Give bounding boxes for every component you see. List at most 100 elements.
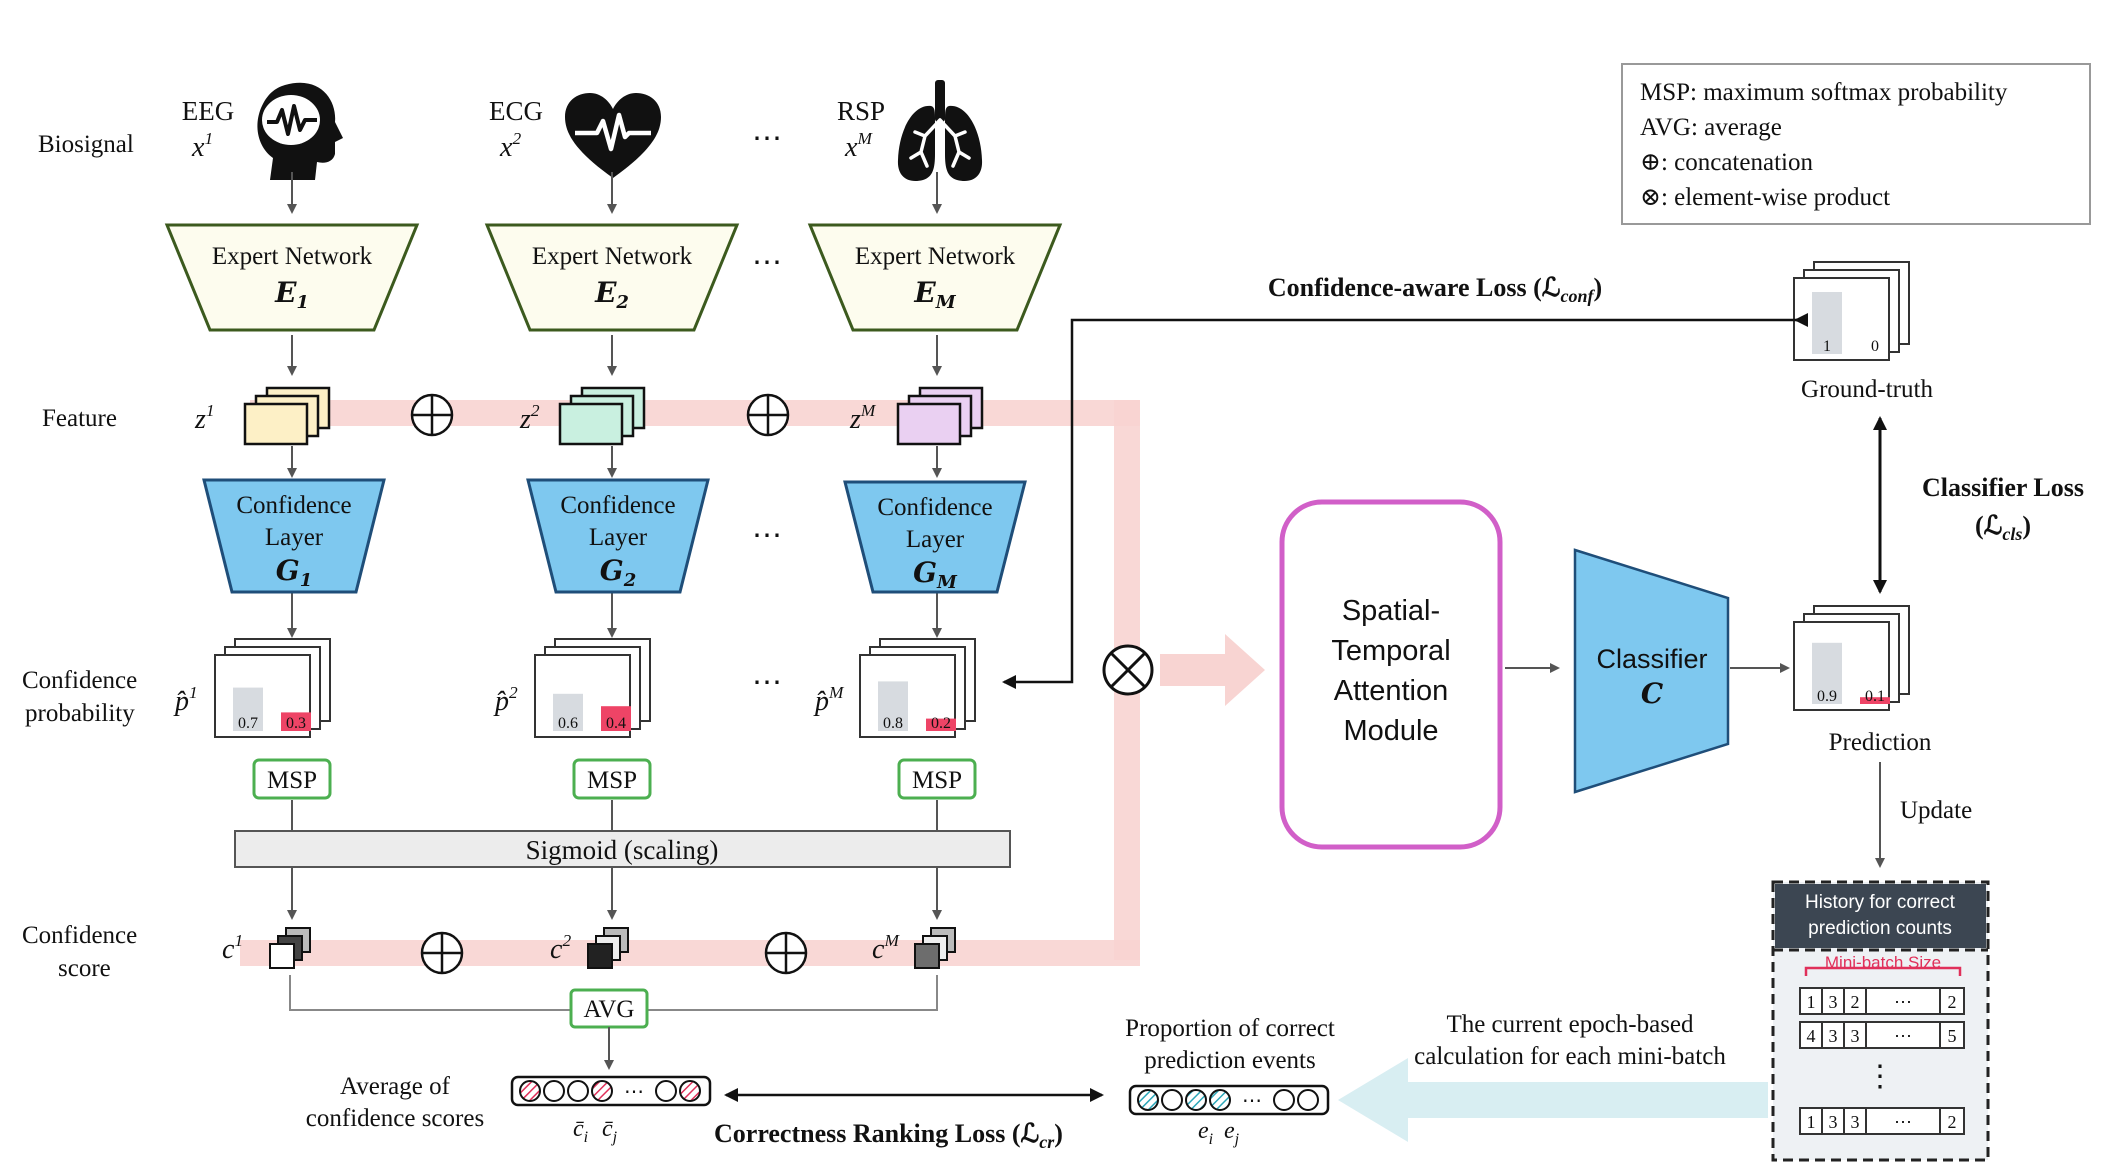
prob-card-2-label-b: 0.4: [606, 715, 626, 732]
prediction: 0.9 0.1: [1793, 605, 1910, 711]
legend-msp: MSP: maximum softmax probability: [1640, 79, 2008, 106]
eeg-head-icon: [257, 82, 343, 180]
conf-layer-line2-1: Layer: [265, 524, 324, 551]
legend-concat: ⊕: concatenation: [1640, 149, 1813, 176]
svg-text:⋯: ⋯: [624, 1081, 644, 1103]
prob-card-3-label-a: 0.8: [883, 715, 903, 732]
prob-card-1: 0.7 0.3: [214, 638, 331, 738]
feature-stack-2: [558, 386, 646, 446]
prediction-label-a: 0.9: [1817, 688, 1837, 705]
history-cell-3-1: 1: [1807, 1112, 1816, 1132]
history-vdots: ⋮: [1865, 1060, 1895, 1093]
conf-layer-symbol-3: GM: [913, 556, 958, 593]
prob-card-1-label-b: 0.3: [286, 715, 306, 732]
e-j: ej: [1224, 1118, 1240, 1148]
prediction-bar-a: [1812, 642, 1842, 704]
msp-label-3: MSP: [912, 767, 962, 794]
score-var-3: cM: [872, 931, 900, 965]
history-cell-3-5: 2: [1948, 1112, 1957, 1132]
cr-loss-label: Correctness Ranking Loss (ℒcr): [714, 1119, 1063, 1152]
prediction-label: Prediction: [1829, 729, 1932, 756]
avg-conf-label-1: Average of: [340, 1073, 451, 1100]
prop-label-1: Proportion of correct: [1125, 1015, 1335, 1042]
row-label-feature: Feature: [42, 405, 117, 432]
signal-var-3: xM: [844, 129, 873, 163]
prob-card-2-label-a: 0.6: [558, 715, 578, 732]
history-cell-2-3: 3: [1851, 1026, 1860, 1046]
history-cell-2-2: 3: [1829, 1026, 1838, 1046]
ground-truth-label: Ground-truth: [1801, 376, 1933, 403]
update-label: Update: [1900, 797, 1972, 824]
prediction-card: 0.9 0.1: [1793, 605, 1910, 711]
classifier-loss-label-1: Classifier Loss: [1922, 473, 2084, 502]
history-cell-2-5: 5: [1948, 1026, 1957, 1046]
ground-truth-label-a: 1: [1823, 338, 1831, 355]
legend-box: MSP: maximum softmax probability AVG: av…: [1621, 63, 2091, 225]
history-title-2: prediction counts: [1808, 918, 1952, 939]
classifier-title: Classifier: [1596, 644, 1707, 674]
avg-label: AVG: [584, 996, 635, 1023]
classifier-loss-label-2: (ℒcls): [1975, 511, 2031, 544]
conf-layer-symbol-2: G2: [600, 554, 636, 591]
score-stack-2: [587, 927, 629, 969]
prob-var-1: p̂1: [173, 683, 198, 717]
prediction-label-b: 0.1: [1865, 688, 1885, 705]
proportion-vector: ⋯: [1128, 1084, 1330, 1116]
history-cell-1-4: ⋯: [1894, 992, 1912, 1012]
feature-var-2: z2: [519, 401, 540, 435]
epoch-label-2: calculation for each mini-batch: [1414, 1043, 1726, 1070]
feature-stack-1: [243, 386, 331, 446]
history-title-1: History for correct: [1805, 892, 1956, 913]
legend-avg: AVG: average: [1640, 114, 1782, 141]
row-label-biosignal: Biosignal: [38, 131, 134, 158]
svg-text:⋯: ⋯: [1242, 1090, 1262, 1112]
row-label-conf-prob-2: probability: [25, 700, 135, 727]
row-label-conf-score-2: score: [58, 955, 111, 982]
dots-conf-layer: ⋯: [752, 519, 782, 552]
concat-symbol-feature-1: [410, 393, 454, 437]
prob-card-1-bar-b: [281, 712, 311, 731]
dots-prob: ⋯: [752, 666, 782, 699]
feature-var-3: zM: [849, 401, 877, 435]
classifier-block: [1573, 548, 1730, 794]
feature-var-1: z1: [194, 401, 215, 435]
avg-conf-label-2: confidence scores: [306, 1105, 484, 1132]
conf-layer-line1-3: Confidence: [877, 494, 992, 521]
expert-symbol-3: EM: [913, 276, 956, 313]
msp-label-1: MSP: [267, 767, 317, 794]
expert-title-3: Expert Network: [855, 243, 1016, 270]
expert-symbol-1: E1: [274, 276, 309, 313]
cbar-i: c̄i: [573, 1116, 588, 1146]
prob-card-1-bar-a: [233, 687, 263, 731]
dots-biosignal: ⋯: [752, 122, 782, 155]
prediction-bar-b: [1860, 697, 1890, 704]
prob-card-1-label-a: 0.7: [238, 715, 258, 732]
stam-line-3: Attention: [1334, 675, 1448, 707]
concat-symbol-score-1: [420, 931, 464, 975]
sigmoid-bar: [234, 830, 1011, 868]
prop-label-2: prediction events: [1144, 1047, 1315, 1074]
conf-layer-line1-2: Confidence: [560, 492, 675, 519]
prob-card-3-bar-a: [878, 681, 908, 731]
expert-title-2: Expert Network: [532, 243, 693, 270]
conf-layer-line2-2: Layer: [589, 524, 648, 551]
product-to-stam-arrow: [1160, 634, 1265, 706]
stam-module: [1279, 499, 1503, 850]
msp-box-1: MSP: [252, 758, 332, 800]
prob-card-2-bar-b: [601, 706, 631, 731]
msp-box-3: MSP: [897, 758, 977, 800]
concat-symbol-feature-2: [746, 393, 790, 437]
history-cell-3-3: 3: [1851, 1112, 1860, 1132]
signal-name-1: EEG: [182, 96, 234, 126]
column-arrows: [287, 172, 942, 920]
stam-line-2: Temporal: [1331, 635, 1450, 667]
stam-line-4: Module: [1343, 715, 1438, 747]
history-cell-1-3: 2: [1851, 992, 1860, 1012]
row-label-conf-score-1: Confidence: [22, 922, 137, 949]
